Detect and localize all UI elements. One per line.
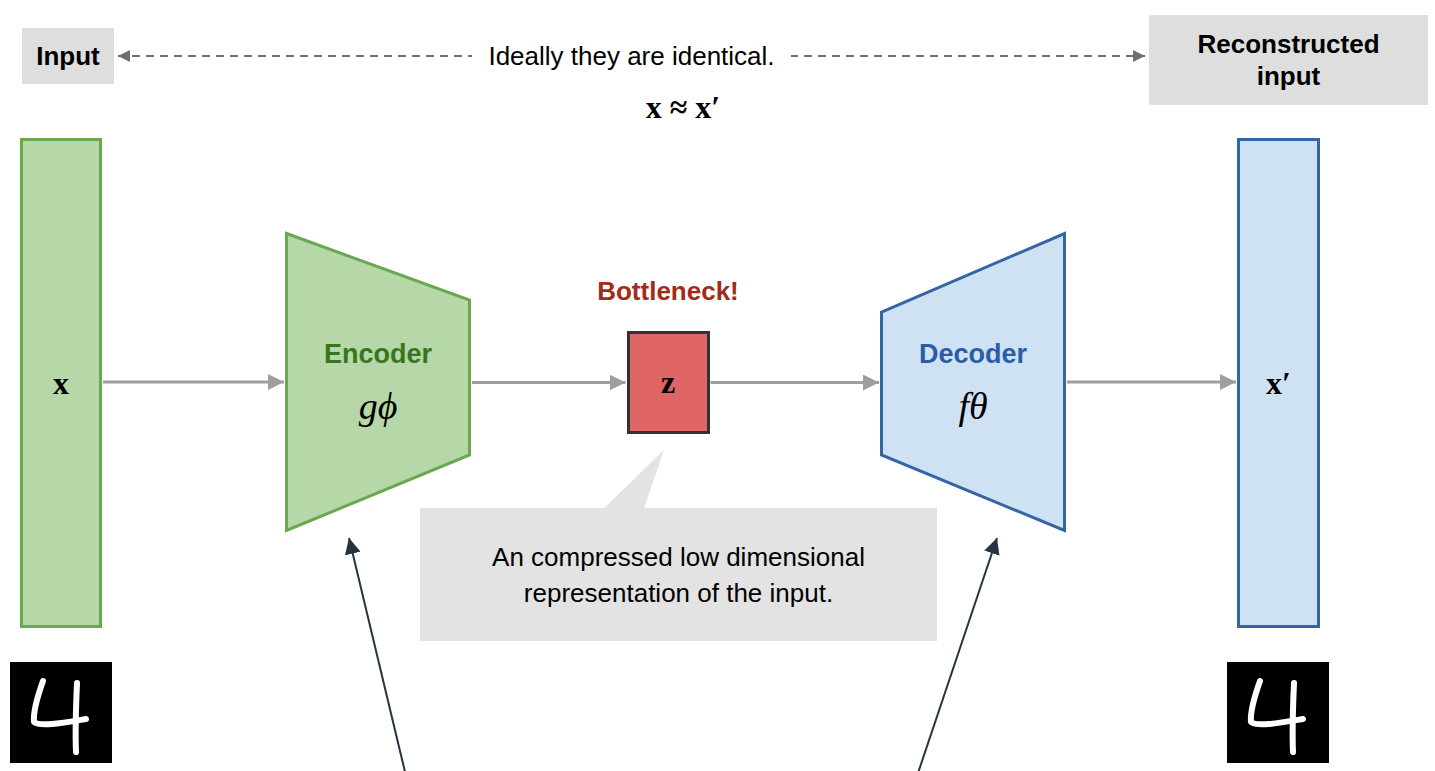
- node-text: x: [53, 365, 69, 402]
- node-text: Decoder: [919, 337, 1027, 371]
- input-digit-image: [10, 662, 112, 763]
- digit-background: [10, 662, 112, 763]
- output-digit-image: [1227, 662, 1329, 763]
- leader-arrow: [349, 538, 406, 771]
- reconstructed-label-box: Reconstructed input: [1149, 15, 1428, 105]
- edge-label: Ideally they are identical.: [472, 40, 790, 72]
- node-text: gϕ: [359, 385, 398, 427]
- output-vector-bar: x′: [1237, 138, 1320, 628]
- flow-arrow: [472, 381, 626, 384]
- digit-background: [1227, 662, 1329, 763]
- flow-arrow: [103, 381, 284, 384]
- bottleneck-box: z: [627, 331, 710, 434]
- encoder-trapezoid: Encoder gϕ: [285, 232, 471, 532]
- decoder-trapezoid: Decoder fθ: [880, 232, 1066, 532]
- flow-arrow: [711, 381, 880, 384]
- trapezoid-shape: [287, 234, 470, 531]
- node-text: Bottleneck!: [597, 276, 739, 306]
- trapezoid-shape: [882, 234, 1065, 531]
- node-text: An compressed low dimensional representa…: [475, 539, 882, 611]
- node-text: Reconstructed input: [1179, 28, 1398, 92]
- trapezoid-outline: [880, 232, 1066, 532]
- node-text: fθ: [958, 385, 987, 427]
- node-text: Input: [36, 40, 100, 72]
- bottleneck-node: Bottleneck! z: [568, 276, 768, 434]
- flow-arrow: [1067, 381, 1236, 384]
- callout-box: An compressed low dimensional representa…: [420, 508, 937, 641]
- digit-stroke: [1293, 683, 1294, 752]
- callout-tail: [598, 450, 664, 514]
- node-text: z: [661, 364, 675, 401]
- digit-stroke: [76, 683, 77, 752]
- equation-label: x ≈ x′: [646, 89, 721, 125]
- trapezoid-outline: [285, 232, 471, 532]
- node-text: x′: [1266, 365, 1291, 402]
- node-text: Encoder: [324, 337, 432, 371]
- input-label-box: Input: [22, 28, 114, 84]
- input-vector-bar: x: [20, 138, 102, 628]
